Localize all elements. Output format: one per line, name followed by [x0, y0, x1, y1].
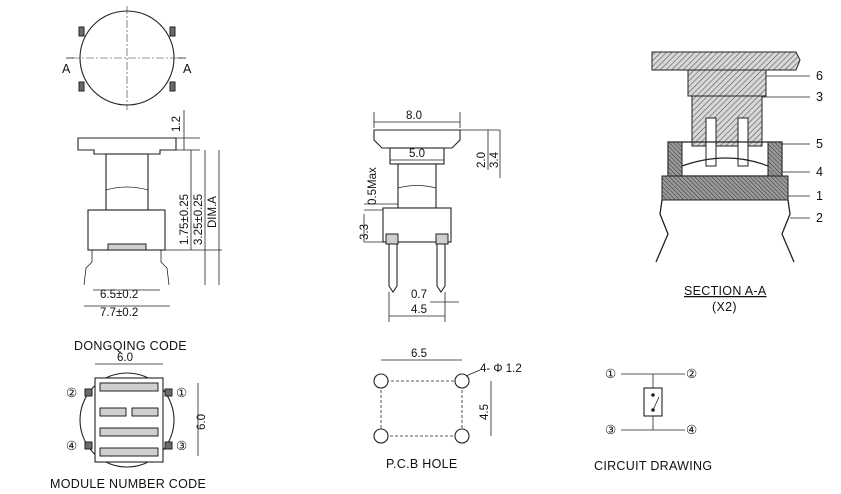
- front-view-stem-joint: [397, 185, 437, 189]
- circuit-caption: CIRCUIT DRAWING: [594, 459, 712, 473]
- section-lead-right: [781, 199, 795, 263]
- bottom-view-caption: MODULE NUMBER CODE: [50, 477, 206, 491]
- section-housing-wall-left: [667, 141, 683, 177]
- front-view-stem: [397, 163, 437, 209]
- dim-cap-h2: 3.4: [489, 151, 501, 168]
- circuit-switch-contact-top: [651, 393, 655, 397]
- section-dome: [681, 157, 769, 167]
- bottom-view-pin-2: ②: [66, 386, 77, 400]
- section-stem-top: [687, 69, 767, 97]
- bottom-view-pad-bottom: [99, 447, 159, 457]
- section-scale: (X2): [712, 300, 737, 314]
- bottom-view-terminal-tr: [164, 388, 173, 397]
- side-view-caption: DONGQING CODE: [74, 339, 187, 353]
- callout-5: 5: [816, 137, 823, 151]
- bottom-view-width: 6.0: [117, 352, 133, 364]
- pcb-hole-height: 4.5: [479, 404, 491, 420]
- circuit-switch-blade: [652, 396, 660, 411]
- dim-a: DIM.A: [207, 196, 219, 228]
- dim-pin-width: 0.7: [411, 289, 427, 301]
- front-view-cap: [373, 129, 461, 149]
- side-view-stem-joint: [105, 186, 149, 191]
- section-housing-wall-right: [767, 141, 783, 177]
- pcb-hole-spec: 4- Φ 1.2: [480, 363, 522, 375]
- top-view: A A: [62, 6, 192, 110]
- front-view-pin-left: [388, 243, 398, 293]
- dim-cap-width: 8.0: [406, 110, 422, 122]
- dim-cap-height: 1.2: [171, 116, 183, 132]
- circuit-drawing: ① ② ③ ④ CIRCUIT DRAWING: [594, 367, 712, 473]
- bottom-view-terminal-tl: [84, 388, 93, 397]
- circuit-pin-1: ①: [605, 367, 616, 381]
- top-view-terminal-tr: [169, 26, 176, 37]
- pcb-hole-tr: [454, 373, 470, 389]
- circuit-pin-3: ③: [605, 423, 616, 437]
- callout-1: 1: [816, 189, 823, 203]
- pcb-hole-tl: [373, 373, 389, 389]
- pcb-hole-outline: [380, 380, 463, 437]
- top-view-terminal-bl: [78, 81, 85, 92]
- bottom-view-pad-center: [99, 427, 159, 437]
- callout-6: 6: [816, 69, 823, 83]
- bottom-view-terminal-bl: [84, 441, 93, 450]
- section-lead-left: [655, 199, 669, 263]
- pcb-hole-caption: P.C.B HOLE: [386, 457, 458, 471]
- section-view: 6 3 5 4 1 2 SECTION A-A (X2): [651, 51, 823, 314]
- pcb-hole-leader: [465, 369, 481, 377]
- bottom-view-pin-1: ①: [176, 386, 187, 400]
- section-cap: [651, 51, 801, 71]
- callout-3: 3: [816, 90, 823, 104]
- bottom-view-pad-mid-right: [131, 407, 159, 417]
- side-view-housing: [87, 209, 166, 251]
- front-view-pad-left: [385, 233, 399, 245]
- dim-max-gap: 0.5Max: [367, 167, 379, 205]
- side-view-cap: [77, 137, 177, 155]
- bottom-view: 6.0 6.0 ② ① ④ ③ MODULE NUMBER CODE: [50, 352, 208, 491]
- circuit-pin-4: ④: [686, 423, 697, 437]
- dim-2: 3.25±0.25: [193, 194, 205, 245]
- dim-pin-length: 3.3: [359, 224, 371, 240]
- bottom-view-pad-mid-left: [99, 407, 127, 417]
- dim-stem-width: 5.0: [409, 148, 425, 160]
- section-label-right: A: [183, 62, 192, 76]
- bottom-view-height: 6.0: [196, 414, 208, 430]
- section-caption: SECTION A-A: [684, 284, 767, 298]
- pcb-hole-bl: [373, 428, 389, 444]
- pcb-hole-width: 6.5: [411, 348, 427, 360]
- top-view-terminal-br: [169, 81, 176, 92]
- section-housing: [667, 141, 783, 177]
- section-stem: [691, 95, 763, 147]
- front-view: 8.0 5.0 2.0 3.4 0.5Max 3.3 0.7 4.5: [359, 110, 501, 322]
- side-view: 1.2 1.75±0.25 3.25±0.25 DIM.A 6.5±0.2 7.…: [74, 110, 222, 353]
- side-view-base-bar: [107, 243, 147, 251]
- pcb-hole-view: 6.5 4- Φ 1.2 4.5 P.C.B HOLE: [373, 348, 522, 471]
- side-view-lead-left: [83, 250, 93, 286]
- bottom-view-pad-top: [99, 382, 159, 392]
- callout-2: 2: [816, 211, 823, 225]
- top-view-terminal-tl: [78, 26, 85, 37]
- circuit-pin-2: ②: [686, 367, 697, 381]
- dim-pin-pitch: 4.5: [411, 304, 427, 316]
- pcb-hole-br: [454, 428, 470, 444]
- section-label-left: A: [62, 62, 71, 76]
- bottom-view-terminal-br: [164, 441, 173, 450]
- side-view-lead-right: [160, 250, 170, 286]
- callout-4: 4: [816, 165, 823, 179]
- side-view-stem: [105, 153, 149, 211]
- dim-outer-width: 7.7±0.2: [100, 307, 138, 319]
- dim-1: 1.75±0.25: [179, 194, 191, 245]
- dim-inner-width: 6.5±0.2: [100, 289, 138, 301]
- bottom-view-pin-4: ④: [66, 439, 77, 453]
- dim-cap-h1: 2.0: [476, 152, 488, 168]
- bottom-view-pin-3: ③: [176, 439, 187, 453]
- front-view-pad-right: [435, 233, 449, 245]
- circuit-switch-body: [643, 387, 663, 417]
- front-view-pin-right: [436, 243, 446, 293]
- section-base: [661, 175, 789, 201]
